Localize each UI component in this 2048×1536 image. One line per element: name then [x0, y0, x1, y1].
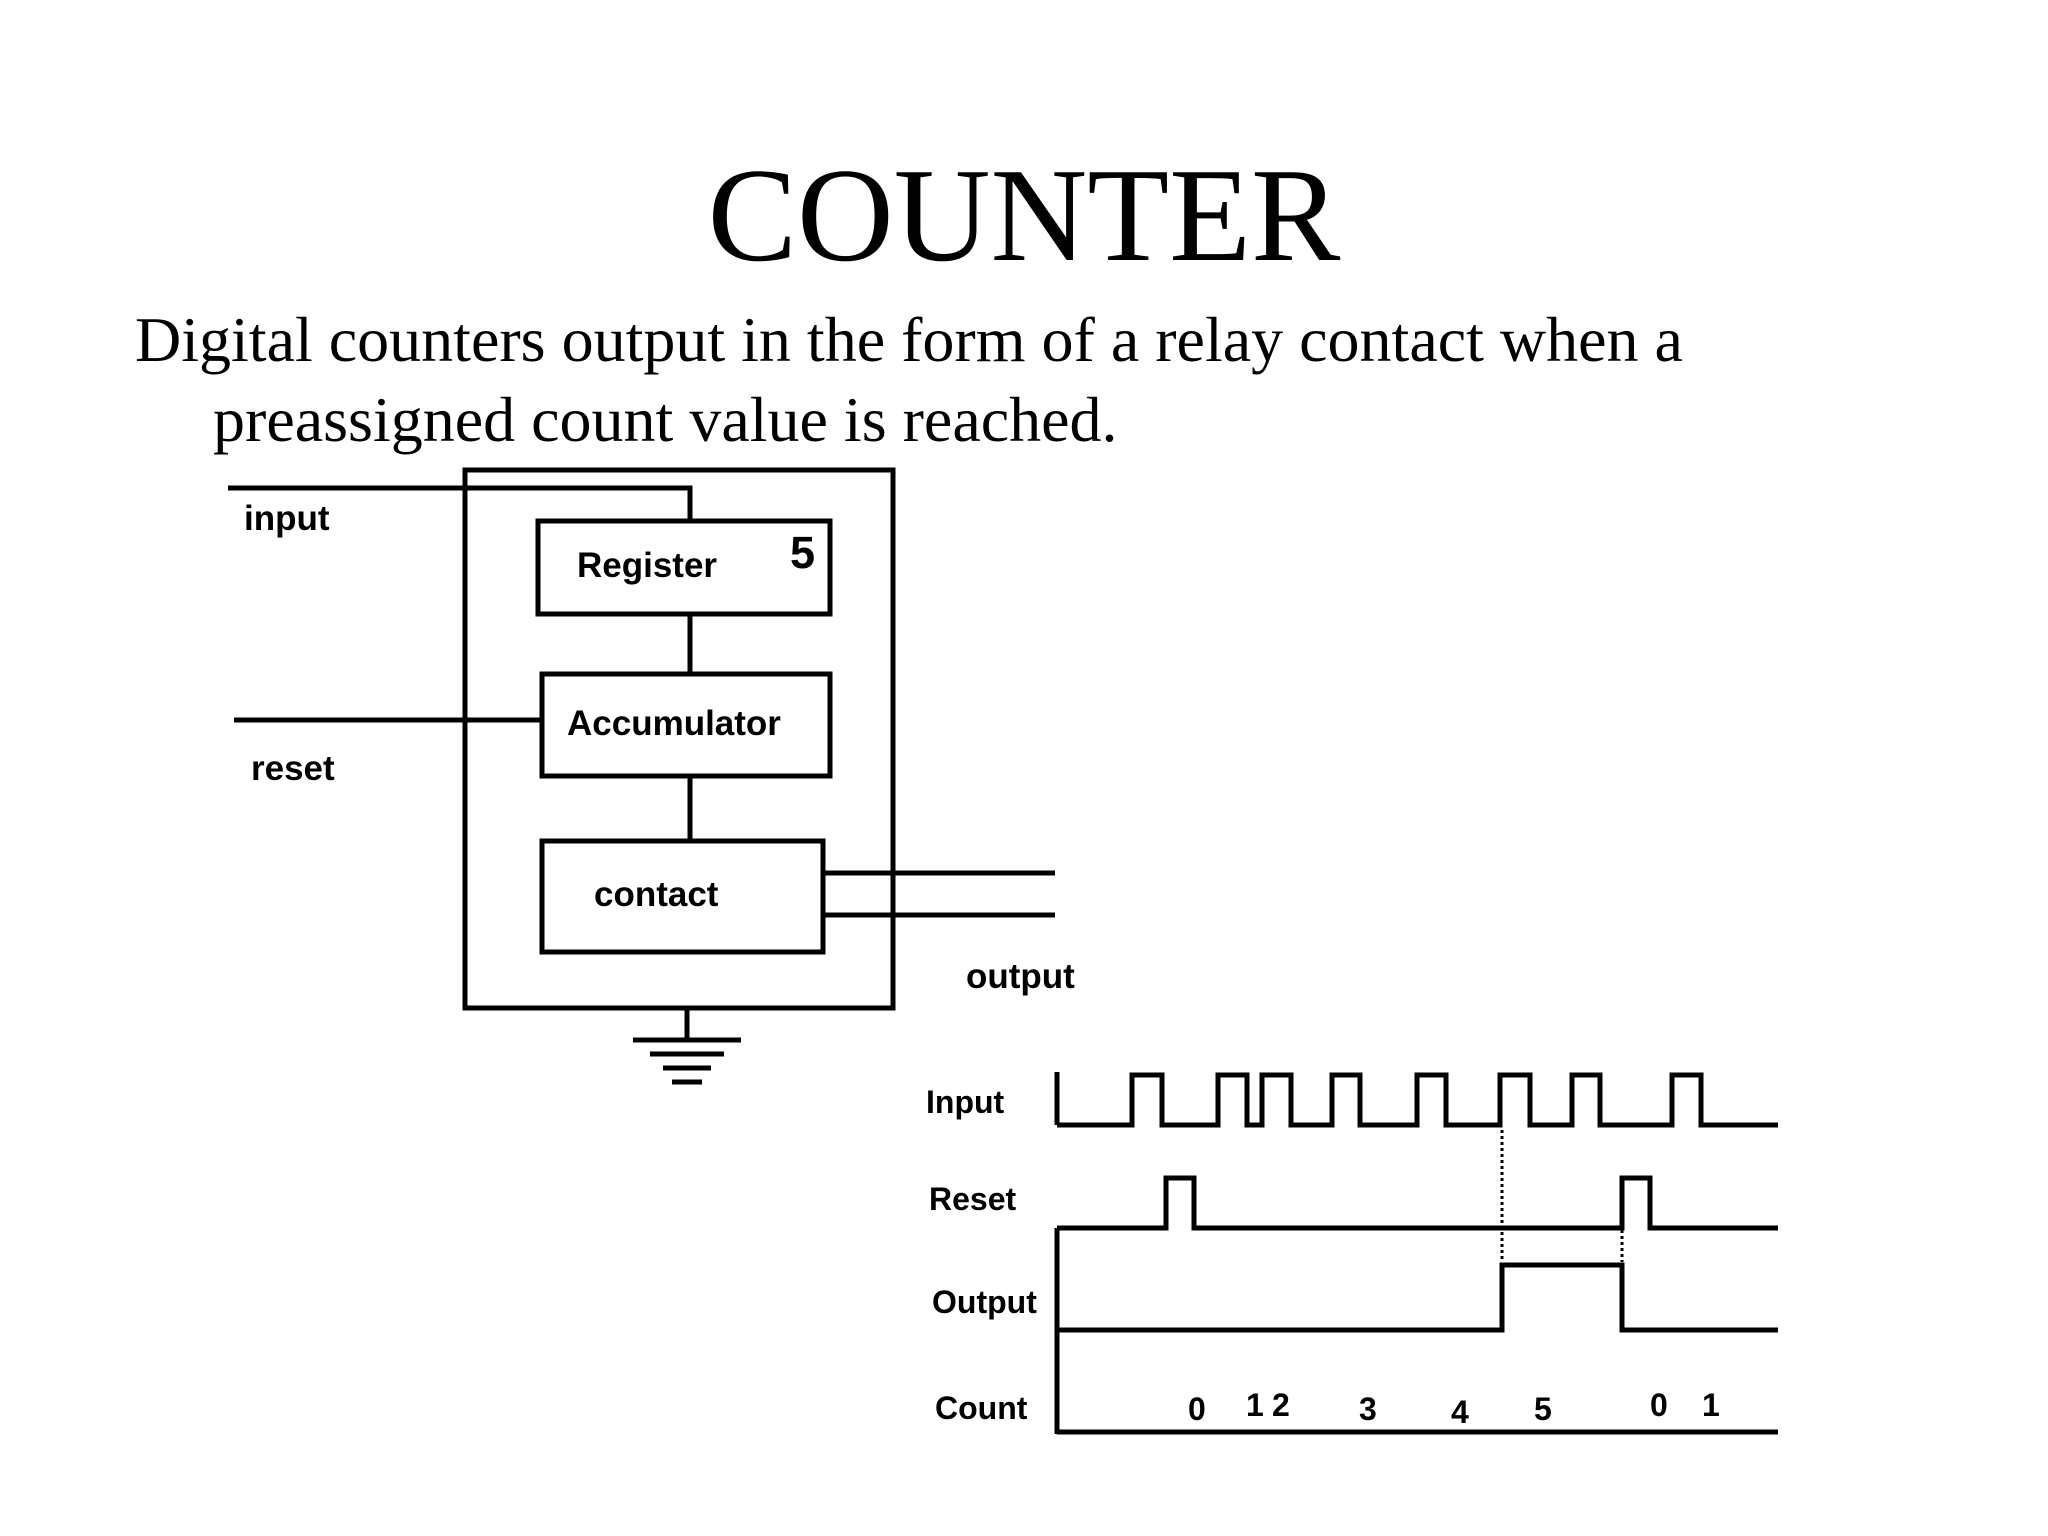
- timing-markers: [1500, 1130, 1624, 1262]
- body-line-2: preassigned count value is reached.: [213, 384, 1118, 455]
- slide-body-text: Digital counters output in the form of a…: [135, 300, 1935, 460]
- count-value: 4: [1451, 1394, 1469, 1430]
- count-value: 3: [1359, 1391, 1377, 1427]
- count-value: 2: [1272, 1387, 1290, 1423]
- input-label: input: [244, 499, 330, 538]
- count-value: 1: [1246, 1387, 1264, 1423]
- output-label: output: [966, 957, 1075, 996]
- input-signal-trace: [1057, 1072, 1778, 1128]
- count-value: 0: [1188, 1391, 1206, 1427]
- input-wire: [228, 485, 693, 521]
- reset-label: reset: [251, 749, 335, 788]
- signal-label-output: Output: [932, 1284, 1037, 1320]
- block-diagram: [228, 467, 1055, 1085]
- count-value: 5: [1534, 1391, 1552, 1427]
- register-label: Register: [577, 546, 717, 585]
- contact-box: [539, 838, 826, 955]
- signal-label-count: Count: [935, 1390, 1028, 1426]
- count-value: 0: [1650, 1387, 1668, 1423]
- count-value: 1: [1702, 1387, 1720, 1423]
- reset-signal-trace: [1057, 1175, 1778, 1231]
- counter-enclosure: [462, 467, 896, 1011]
- signal-label-reset: Reset: [929, 1181, 1017, 1217]
- slide-title: COUNTER: [707, 141, 1341, 289]
- contact-label: contact: [594, 875, 719, 914]
- timing-diagram: [1054, 1072, 1778, 1435]
- accumulator-label: Accumulator: [567, 704, 781, 743]
- output-signal-trace: [1057, 1262, 1778, 1333]
- body-line-1: Digital counters output in the form of a…: [135, 304, 1683, 375]
- accumulator-box: [539, 671, 833, 779]
- signal-label-input: Input: [926, 1084, 1005, 1120]
- ground-icon: [633, 1008, 741, 1085]
- register-value: 5: [790, 527, 815, 578]
- register-box: [535, 518, 833, 617]
